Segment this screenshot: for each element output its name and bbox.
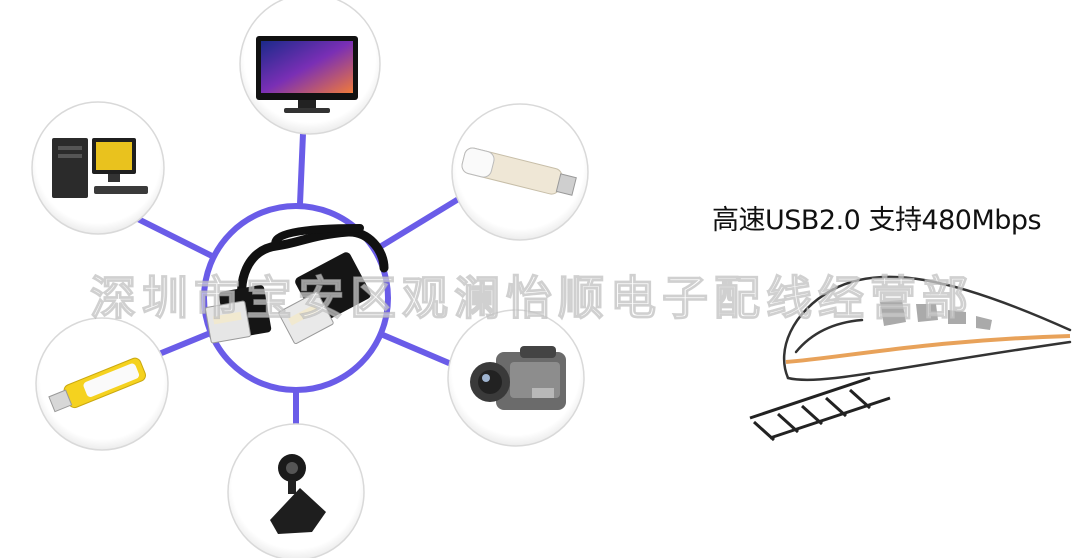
monitor-device [239,0,381,135]
webcam-device [227,423,365,558]
monitor-icon [256,36,358,113]
camcorder-device [447,309,585,447]
desktop-pc-icon [52,138,148,198]
desktop-pc-device [31,101,165,235]
camcorder-icon [470,346,566,410]
usb-cable-center [201,203,391,393]
rail-track [749,376,891,442]
train-windows [880,300,992,330]
usb-cable-icon [204,224,389,345]
wifi-dongle-icon [461,147,577,196]
usb-flash-drive-device [35,317,169,451]
train-stripe [785,334,1071,364]
usb-flash-drive-icon [48,357,146,413]
bullet-train-graphic [749,275,1072,442]
webcam-icon [270,454,326,534]
wifi-dongle-device [451,103,589,241]
speed-caption: 高速USB2.0 支持480Mbps [712,205,1042,236]
train-body [782,275,1072,382]
